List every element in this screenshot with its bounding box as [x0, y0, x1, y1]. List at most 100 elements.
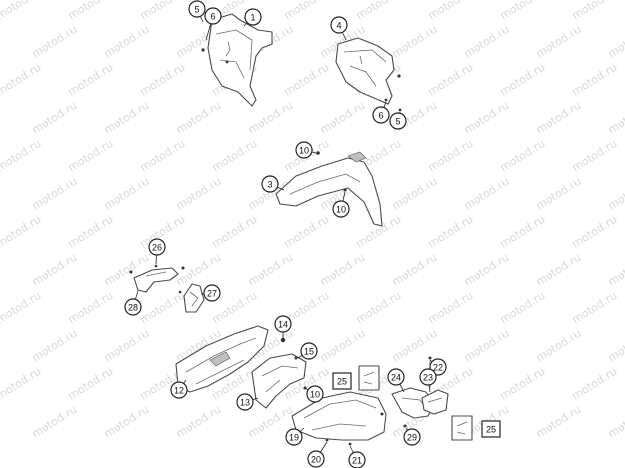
- watermark-text: motod.ru: [210, 137, 260, 175]
- watermark-text: motod.ru: [0, 213, 43, 251]
- watermark-text: motod.ru: [318, 251, 368, 289]
- watermark-text: motod.ru: [498, 213, 548, 251]
- callout-number: 10: [310, 390, 320, 400]
- watermark-text: motod.ru: [66, 61, 116, 99]
- watermark-text: motod.ru: [534, 99, 584, 137]
- callout-number: 6: [378, 111, 383, 121]
- watermark-text: motod.ru: [534, 403, 584, 441]
- callout-13: 13: [236, 393, 254, 411]
- callout-circle: [285, 428, 303, 446]
- part-19-license-plate-holder: [291, 391, 387, 446]
- callout-circle: [204, 7, 222, 25]
- callout-27: 27: [203, 284, 221, 302]
- callout-6: 6: [372, 106, 390, 124]
- callout-circle: [261, 175, 279, 193]
- callout-number: 22: [433, 363, 443, 373]
- watermark-text: motod.ru: [606, 175, 625, 213]
- watermark-text: motod.ru: [138, 137, 188, 175]
- callout-number: 26: [152, 243, 162, 253]
- watermark-text: motod.ru: [534, 251, 584, 289]
- watermark-text: motod.ru: [462, 99, 512, 137]
- watermark-text: motod.ru: [138, 61, 188, 99]
- callout-29: 29: [403, 428, 421, 446]
- watermark-text: motod.ru: [462, 23, 512, 61]
- callout-circle: [170, 381, 188, 399]
- callout-number: 6: [210, 12, 215, 22]
- watermark-text: motod.ru: [318, 99, 368, 137]
- callout-number: 13: [240, 398, 250, 408]
- callout-circle: [307, 450, 325, 468]
- callout-10: 10: [332, 200, 350, 218]
- callout-number: 10: [336, 205, 346, 215]
- callout-5: 5: [389, 112, 407, 130]
- callout-circle: [188, 0, 206, 18]
- watermark-text: motod.ru: [498, 365, 548, 403]
- callout-number: 24: [391, 373, 401, 383]
- callout-circle: [330, 16, 348, 34]
- watermark-text: motod.ru: [246, 251, 296, 289]
- callout-circle: [274, 315, 292, 333]
- part-3-front-fender: [275, 151, 383, 227]
- watermark-text: motod.ru: [174, 251, 224, 289]
- watermark-text: motod.ru: [66, 213, 116, 251]
- watermark-text: motod.ru: [30, 99, 80, 137]
- callout-circle: [348, 451, 366, 468]
- watermark-text: motod.ru: [606, 403, 625, 441]
- watermark-text: motod.ru: [606, 251, 625, 289]
- watermark-text: motod.ru: [570, 61, 620, 99]
- callout-number: 12: [174, 386, 184, 396]
- callout-15: 15: [300, 342, 318, 360]
- part-27-bracket: [178, 283, 205, 313]
- watermark-text: motod.ru: [534, 175, 584, 213]
- part-12-tail-section: [175, 325, 269, 393]
- callout-5: 5: [188, 0, 206, 18]
- callout-circle: [403, 428, 421, 446]
- part-1-side-cover: [201, 13, 273, 107]
- watermark-text: motod.ru: [66, 289, 116, 327]
- callout-circle: [203, 284, 221, 302]
- watermark-text: motod.ru: [498, 0, 548, 23]
- callout-25: 25: [481, 420, 501, 438]
- callout-3: 3: [261, 175, 279, 193]
- watermark-text: motod.ru: [426, 0, 476, 23]
- callout-circle: [295, 141, 313, 159]
- callout-circle: [244, 8, 262, 26]
- callout-23: 23: [419, 368, 437, 386]
- watermark-text: motod.ru: [102, 99, 152, 137]
- callout-number: 14: [278, 320, 288, 330]
- watermark-text: motod.ru: [390, 175, 440, 213]
- watermark-text: motod.ru: [30, 175, 80, 213]
- watermark-text: motod.ru: [138, 289, 188, 327]
- watermark-text: motod.ru: [66, 0, 116, 23]
- callout-circle: [148, 238, 166, 256]
- watermark-text: motod.ru: [390, 23, 440, 61]
- callout-number: 10: [299, 146, 309, 156]
- watermark-text: motod.ru: [0, 289, 43, 327]
- watermark-text: motod.ru: [462, 327, 512, 365]
- watermark-text: motod.ru: [174, 403, 224, 441]
- watermark-text: motod.ru: [570, 137, 620, 175]
- watermark-text: motod.ru: [570, 0, 620, 23]
- watermark-text: motod.ru: [606, 99, 625, 137]
- callout-circle: [419, 368, 437, 386]
- watermark-text: motod.ru: [426, 213, 476, 251]
- watermark-text: motod.ru: [390, 251, 440, 289]
- watermark-text: motod.ru: [102, 327, 152, 365]
- watermark-text: motod.ru: [462, 251, 512, 289]
- watermark-text: motod.ru: [102, 23, 152, 61]
- watermark-text: motod.ru: [102, 403, 152, 441]
- callout-14: 14: [274, 315, 292, 333]
- callout-circle: [300, 342, 318, 360]
- callout-6: 6: [204, 7, 222, 25]
- callout-24: 24: [387, 368, 405, 386]
- watermark-text: motod.ru: [354, 289, 404, 327]
- watermark-text: motod.ru: [30, 403, 80, 441]
- watermark-text: motod.ru: [0, 365, 43, 403]
- callout-number: 1: [250, 13, 255, 23]
- watermark-text: motod.ru: [174, 99, 224, 137]
- callout-circle: [236, 393, 254, 411]
- callout-number: 20: [311, 455, 321, 465]
- watermark-text: motod.ru: [570, 289, 620, 327]
- watermark-text: motod.ru: [462, 175, 512, 213]
